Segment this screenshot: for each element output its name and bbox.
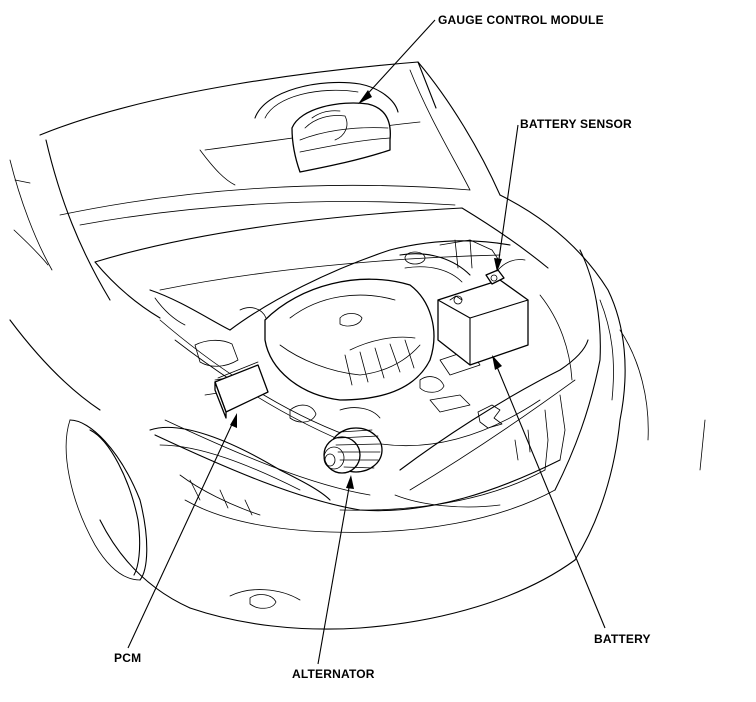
- car-body-outline: [9, 194, 706, 630]
- alternator-unit: [323, 427, 383, 474]
- alternator-label: ALTERNATOR: [292, 667, 375, 681]
- battery-arrow-icon: [492, 355, 502, 370]
- battery-sensor-label: BATTERY SENSOR: [520, 117, 632, 131]
- gauge-arrow-icon: [358, 90, 372, 104]
- battery-label: BATTERY: [594, 632, 651, 646]
- battery-unit: [437, 259, 529, 366]
- pcm-arrow-icon: [230, 413, 237, 428]
- gauge-control-module-label: GAUGE CONTROL MODULE: [438, 13, 604, 27]
- hood-panel: [94, 207, 549, 326]
- alternator-arrow-icon: [346, 475, 354, 489]
- windshield-outline: [9, 61, 501, 301]
- leader-lines: [127, 19, 606, 665]
- pcm-module: [214, 361, 269, 419]
- pcm-label: PCM: [114, 651, 142, 665]
- battery-sensor-arrow-icon: [494, 258, 502, 272]
- engine-bay: [149, 239, 561, 512]
- gauge-control-module: [254, 81, 399, 173]
